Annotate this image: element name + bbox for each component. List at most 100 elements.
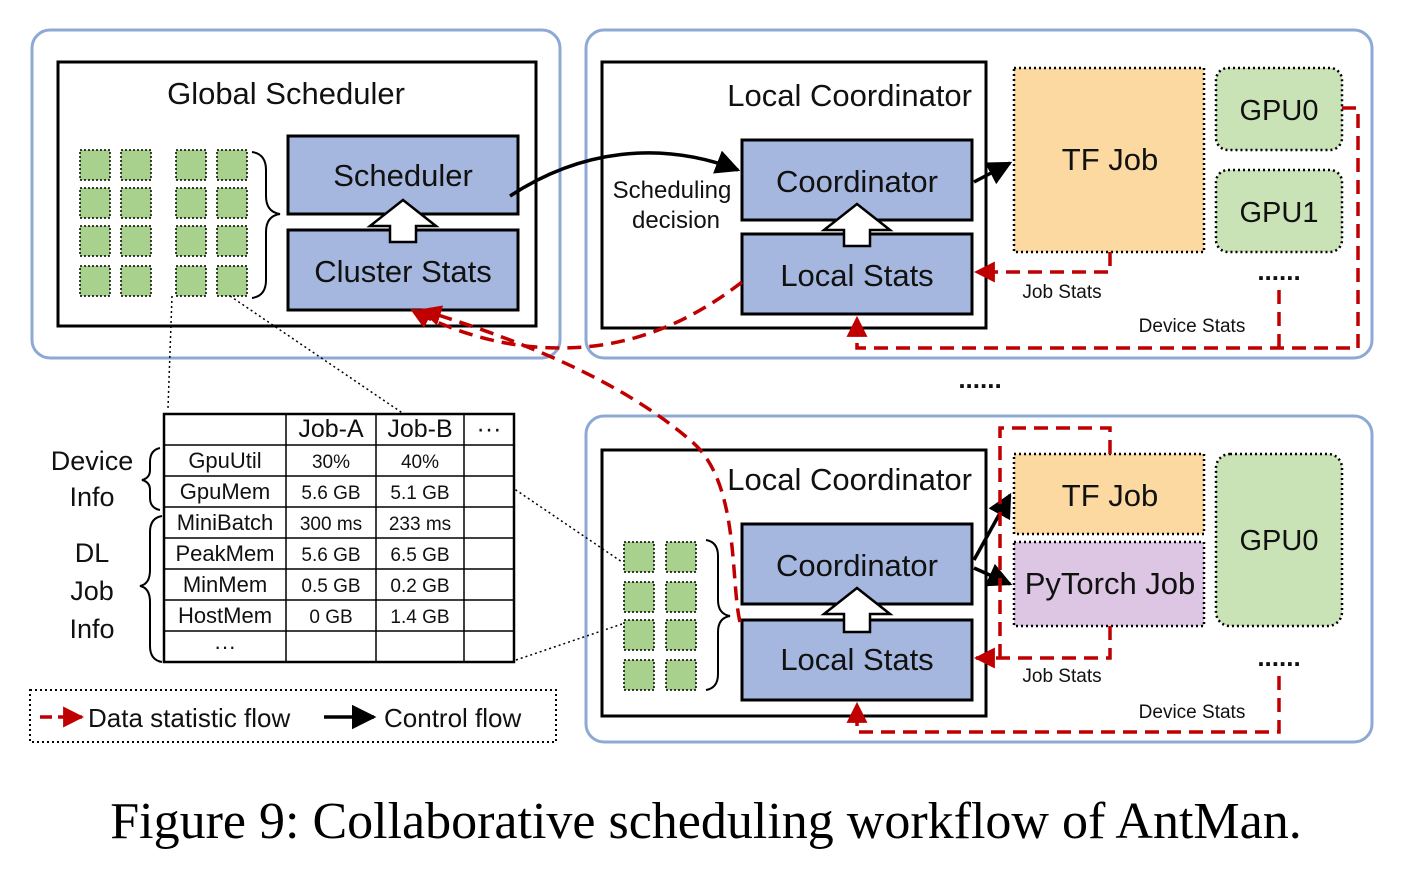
node2-gpu0-box xyxy=(1214,452,1344,628)
cluster-stats-label: Cluster Stats xyxy=(314,254,491,289)
stats-table-cell: HostMem xyxy=(178,603,272,628)
data-flow-node2-job-stats xyxy=(973,626,1112,669)
node2-grid-square-r3-c0 xyxy=(623,659,655,691)
data-flow-node1-device-stats xyxy=(846,106,1360,350)
stats-table-cell: 5.1 GB xyxy=(390,483,449,504)
node1-tf-job-label: TF Job xyxy=(1062,142,1158,177)
scheduling-decision-line1: Scheduling xyxy=(613,177,732,204)
node1-gpu0-box xyxy=(1214,66,1344,152)
stats-table-cell: 0 GB xyxy=(309,607,352,628)
node1-coordinator-label: Coordinator xyxy=(776,164,938,199)
stats-table-cell: ··· xyxy=(214,634,236,659)
group-dl-line3: Info xyxy=(69,614,114,644)
stats-table-cell: 0.2 GB xyxy=(390,576,449,597)
scheduling-decision-line2: decision xyxy=(632,207,720,234)
node1-gpu-more: ...... xyxy=(1257,256,1300,286)
global-grid-square-r3-c1 xyxy=(120,265,152,297)
stats-table-cell: 30% xyxy=(312,452,350,473)
stats-table-cell: PeakMem xyxy=(175,541,274,566)
control-flow-coordinator-to-tf-job-node2 xyxy=(972,492,1012,561)
stats-table-cell: 40% xyxy=(401,452,439,473)
global-grid-square-r2-c2 xyxy=(175,225,207,257)
global-grid-square-r1-c2 xyxy=(175,187,207,219)
group-device-info: Device Info xyxy=(51,446,161,512)
node1-local-stats-label: Local Stats xyxy=(780,258,933,293)
stats-table-cell: 5.6 GB xyxy=(301,483,360,504)
global-frame xyxy=(30,28,562,360)
stats-table-cell: MiniBatch xyxy=(177,510,274,535)
stats-table-header-cell: Job-A xyxy=(298,415,364,443)
node2-frame xyxy=(584,414,1374,744)
group-device-brace xyxy=(141,447,161,511)
node2-job-stats-label: Job Stats xyxy=(1022,666,1101,687)
node1-title: Local Coordinator xyxy=(727,78,972,113)
figure-caption: Figure 9: Collaborative scheduling workf… xyxy=(110,793,1302,850)
node2-local-stats-label: Local Stats xyxy=(780,642,933,677)
node1-job-stats-label: Job Stats xyxy=(1022,282,1101,303)
node2-grid-square-r1-c0 xyxy=(623,581,655,613)
stats-table-cell: 300 ms xyxy=(300,514,362,535)
global-square-grid xyxy=(79,149,248,297)
data-flow-node2-device-stats xyxy=(846,676,1281,734)
node2-grid-square-r2-c0 xyxy=(623,619,655,651)
global-scheduler-title: Global Scheduler xyxy=(167,76,405,111)
node2-title: Local Coordinator xyxy=(727,462,972,497)
node1-local-stats-box xyxy=(740,232,974,316)
global-up-arrow xyxy=(366,198,440,244)
global-grid-square-r3-c2 xyxy=(175,265,207,297)
node2-grid-square-r1-c1 xyxy=(665,581,697,613)
node1-frame xyxy=(584,28,1374,360)
global-grid-square-r3-c0 xyxy=(79,265,111,297)
global-grid-square-r1-c0 xyxy=(79,187,111,219)
group-dl-line1: DL xyxy=(75,538,110,568)
global-grid-square-r0-c3 xyxy=(216,149,248,181)
legend-control-flow-label: Control flow xyxy=(384,703,521,733)
between-nodes-dots: ...... xyxy=(958,364,1001,394)
node2-pytorch-job-label: PyTorch Job xyxy=(1025,566,1196,601)
legend-data-flow-label: Data statistic flow xyxy=(88,703,291,733)
node2-grid-brace xyxy=(705,539,731,691)
stats-table-cell: 1.4 GB xyxy=(390,607,449,628)
node1-gpu1-label: GPU1 xyxy=(1240,197,1319,229)
node2-up-arrow xyxy=(820,586,894,634)
stats-table-header-cell: ··· xyxy=(477,415,502,443)
node2-gpu-more: ...... xyxy=(1257,642,1300,672)
node1-gpu1-box xyxy=(1214,168,1344,254)
node2-coordinator-label: Coordinator xyxy=(776,548,938,583)
zoom-line-right-bottom xyxy=(515,623,623,661)
group-dl-job-info: DL Job Info xyxy=(69,515,163,663)
global-grid-square-r2-c3 xyxy=(216,225,248,257)
global-grid-square-r2-c1 xyxy=(120,225,152,257)
data-flow-node2-to-cluster-stats xyxy=(419,305,742,623)
control-flow-coordinator-to-pytorch-job xyxy=(973,563,1013,587)
node2-gpu0-label: GPU0 xyxy=(1240,525,1319,557)
node1-tf-job-box xyxy=(1012,66,1206,254)
stats-table-header-cell: Job-B xyxy=(387,415,452,443)
node2-grid-square-r0-c0 xyxy=(623,541,655,573)
stats-table-cell: GpuMem xyxy=(180,479,270,504)
cluster-stats-box xyxy=(286,228,520,312)
node2-grid-square-r3-c1 xyxy=(665,659,697,691)
node2-device-stats-label: Device Stats xyxy=(1139,702,1246,723)
node1-gpu0-label: GPU0 xyxy=(1240,95,1319,127)
stats-table-cell: GpuUtil xyxy=(188,448,261,473)
stats-table: Job-A Job-B ··· GpuUtil 30% 40% GpuMem 5.6 GB 5.… xyxy=(162,412,516,664)
node2-tf-job-label: TF Job xyxy=(1062,478,1158,513)
node1-device-stats-label: Device Stats xyxy=(1139,316,1246,337)
global-grid-square-r2-c0 xyxy=(79,225,111,257)
stats-table-cell: 6.5 GB xyxy=(390,545,449,566)
group-dl-line2: Job xyxy=(70,576,114,606)
node2-local-stats-box xyxy=(740,618,974,702)
data-flow-node2-tf-loop xyxy=(998,426,1112,658)
legend-box xyxy=(29,689,557,743)
stats-table-cell: MinMem xyxy=(183,572,267,597)
group-dl-brace xyxy=(139,515,163,663)
group-device-info-line2: Info xyxy=(69,482,114,512)
stats-table-cell: 5.6 GB xyxy=(301,545,360,566)
global-grid-square-r0-c2 xyxy=(175,149,207,181)
node2-pytorch-job-box xyxy=(1012,540,1206,628)
group-device-info-line1: Device xyxy=(51,446,134,476)
global-grid-square-r0-c1 xyxy=(120,149,152,181)
node2-square-grid xyxy=(623,541,697,691)
